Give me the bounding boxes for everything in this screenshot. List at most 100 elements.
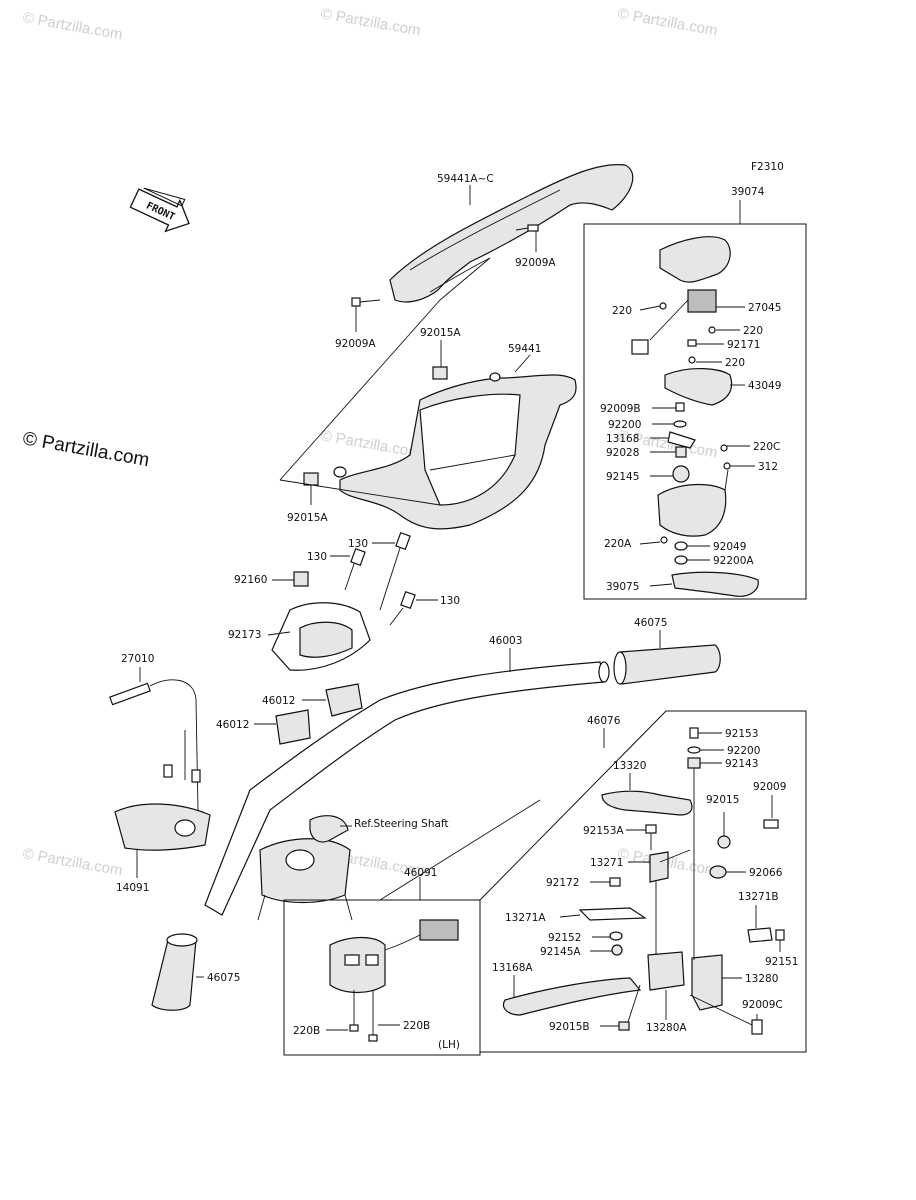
label-27045: 27045 xyxy=(748,302,781,314)
master-cylinder-13280 xyxy=(691,954,723,1011)
wire-harness-27010 xyxy=(109,679,201,811)
label-130-b: 130 xyxy=(307,551,327,563)
label-13271A: 13271A xyxy=(505,912,546,924)
label-46076: 46076 xyxy=(587,715,621,727)
label-92015A-top: 92015A xyxy=(420,327,461,339)
switch-housing-lower xyxy=(657,469,729,537)
label-92173: 92173 xyxy=(228,629,261,641)
screw-220B-b xyxy=(368,990,378,1042)
label-92049: 92049 xyxy=(713,541,746,553)
label-92009: 92009 xyxy=(753,781,786,793)
label-220-b: 220 xyxy=(743,325,763,337)
label-92015: 92015 xyxy=(706,794,739,806)
label-92171: 92171 xyxy=(727,339,760,351)
label-130-c: 130 xyxy=(440,595,460,607)
label-92143: 92143 xyxy=(725,758,758,770)
switch-27045 xyxy=(631,289,717,355)
label-46091: 46091 xyxy=(404,867,437,879)
steering-clamp xyxy=(257,815,353,921)
handlebar-46003 xyxy=(204,661,610,916)
master-cylinder-13280A xyxy=(647,951,685,991)
label-13280: 13280 xyxy=(745,973,778,985)
label-13280A: 13280A xyxy=(646,1022,687,1034)
spacer-92160 xyxy=(293,571,309,587)
grip-46075-bottom xyxy=(151,933,198,1011)
label-46003: 46003 xyxy=(489,635,522,647)
label-13320: 13320 xyxy=(613,760,646,772)
label-92009A-left: 92009A xyxy=(335,338,376,350)
cover-14091 xyxy=(114,803,211,851)
label-ref-steering-shaft: Ref.Steering Shaft xyxy=(354,818,449,830)
label-92009B: 92009B xyxy=(600,403,641,415)
screw-92009A-top xyxy=(515,224,539,232)
label-220-c: 220 xyxy=(725,357,745,369)
label-220B-b: 220B xyxy=(403,1020,430,1032)
bracket-13271B xyxy=(747,927,773,943)
bolt-130-c xyxy=(389,590,416,626)
label-92152: 92152 xyxy=(548,932,581,944)
handlebar-cover-lower xyxy=(333,372,577,530)
screw-92009A-left xyxy=(351,297,381,307)
watermark-1: © Partzilla.com xyxy=(21,9,123,43)
label-59441: 59441 xyxy=(508,343,541,355)
watermark-3: © Partzilla.com xyxy=(616,5,718,39)
label-92151: 92151 xyxy=(765,956,798,968)
holder-46012-b xyxy=(275,709,311,745)
label-92066: 92066 xyxy=(749,867,783,879)
plate-13271A xyxy=(578,907,647,921)
label-92145A: 92145A xyxy=(540,946,581,958)
label-92015B: 92015B xyxy=(549,1021,590,1033)
label-13271: 13271 xyxy=(590,857,623,869)
lever-13320 xyxy=(601,790,693,816)
bolt-130-a xyxy=(379,531,411,611)
figure-code: F2310 xyxy=(751,161,784,173)
label-92200: 92200 xyxy=(608,419,641,431)
box-46076 xyxy=(479,710,807,1053)
label-92009A-top: 92009A xyxy=(515,257,556,269)
watermark-main: © Partzilla.com xyxy=(21,428,151,471)
label-220-a: 220 xyxy=(612,305,632,317)
label-46075-top: 46075 xyxy=(634,617,667,629)
label-92153A: 92153A xyxy=(583,825,624,837)
switch-housing-upper xyxy=(659,236,731,283)
label-27010: 27010 xyxy=(121,653,154,665)
label-92145: 92145 xyxy=(606,471,639,483)
label-92160: 92160 xyxy=(234,574,267,586)
bushing-92015A-top xyxy=(432,366,448,380)
clamp-plate-92173 xyxy=(271,602,371,671)
label-92028: 92028 xyxy=(606,447,639,459)
bushing-92015A-bot xyxy=(303,472,319,486)
bolt-130-b xyxy=(344,547,366,591)
watermark-4: © Partzilla.com xyxy=(319,427,421,461)
label-92009C: 92009C xyxy=(742,999,783,1011)
label-92200A: 92200A xyxy=(713,555,754,567)
label-46012-a: 46012 xyxy=(262,695,295,707)
throttle-lever-39075 xyxy=(671,571,759,597)
box-39074 xyxy=(583,223,807,600)
label-92015A-bot: 92015A xyxy=(287,512,328,524)
front-arrow-icon: FRONT xyxy=(129,187,190,233)
lever-cover-43049 xyxy=(664,367,733,406)
label-13168: 13168 xyxy=(606,433,639,445)
label-59441AC: 59441A~C xyxy=(437,173,494,185)
label-13168A: 13168A xyxy=(492,962,533,974)
grip-46075-top xyxy=(613,644,721,685)
pivot-13271 xyxy=(649,851,669,883)
label-46012-b: 46012 xyxy=(216,719,249,731)
label-39074: 39074 xyxy=(731,186,765,198)
label-14091: 14091 xyxy=(116,882,149,894)
screw-220B-a xyxy=(349,990,359,1032)
label-39075: 39075 xyxy=(606,581,639,593)
label-220B-a: 220B xyxy=(293,1025,320,1037)
label-92172: 92172 xyxy=(546,877,579,889)
brake-lever-13168A xyxy=(502,977,642,1016)
label-312: 312 xyxy=(758,461,778,473)
label-220A: 220A xyxy=(604,538,632,550)
label-lh: (LH) xyxy=(438,1039,460,1051)
label-92200-r: 92200 xyxy=(727,745,760,757)
watermark-2: © Partzilla.com xyxy=(319,5,421,39)
watermark-6: © Partzilla.com xyxy=(21,845,123,879)
bolt-92153A xyxy=(645,824,657,850)
handlebar-cover-upper xyxy=(389,163,634,303)
